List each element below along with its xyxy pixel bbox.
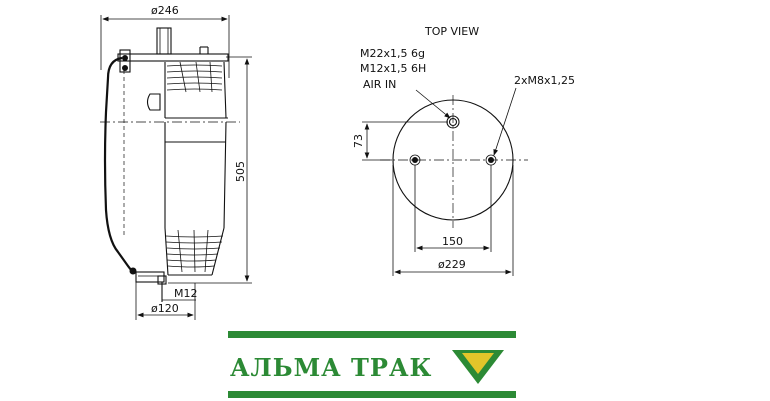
bellows-profile: [103, 56, 137, 274]
dim-top-view-diameter: ø229: [392, 165, 514, 276]
brand-top-bar: [228, 331, 516, 338]
side-view: ø246: [100, 4, 252, 320]
dim-bolt-spacing: 150: [414, 165, 492, 252]
note-air-in: AIR IN: [363, 78, 396, 91]
top-view: TOP VIEW M22x1,5 6g M12x1,5 6H AIR IN 2x…: [352, 25, 575, 276]
label-thread-bottom: M12: [174, 287, 198, 300]
bottom-piston: [135, 271, 167, 302]
label-height: 505: [234, 161, 247, 182]
dim-offset: 73: [352, 121, 448, 161]
dim-thread: M12: [162, 287, 198, 301]
brand-bottom-bar: [228, 391, 516, 398]
upper-ribs: [146, 61, 228, 119]
label-diameter-bottom: ø120: [151, 302, 179, 315]
dim-top-diameter: ø246: [100, 4, 230, 78]
label-top-view-diameter: ø229: [438, 258, 466, 271]
top-stud: [156, 27, 172, 55]
brand-name: АЛЬМА ТРАК: [230, 353, 432, 382]
note-thread-1: M22x1,5 6g: [360, 47, 425, 60]
note-thread-2: M12x1,5 6H: [360, 62, 426, 75]
top-view-title: TOP VIEW: [424, 25, 479, 38]
label-offset: 73: [352, 134, 365, 148]
label-bolt-spacing: 150: [442, 235, 463, 248]
bead: [129, 267, 137, 275]
brand-logo: АЛЬМА ТРАК: [228, 331, 516, 398]
brand-chevron-icon: [452, 350, 504, 384]
top-plate: [117, 46, 229, 73]
dim-bottom-diameter: ø120: [135, 282, 196, 320]
note-bolts: 2xM8x1,25: [514, 74, 575, 87]
label-diameter-top: ø246: [151, 4, 179, 17]
bolt-holes: [409, 87, 517, 166]
lower-ribs: [164, 227, 225, 276]
body: [123, 70, 227, 235]
dim-height: 505: [168, 56, 252, 284]
